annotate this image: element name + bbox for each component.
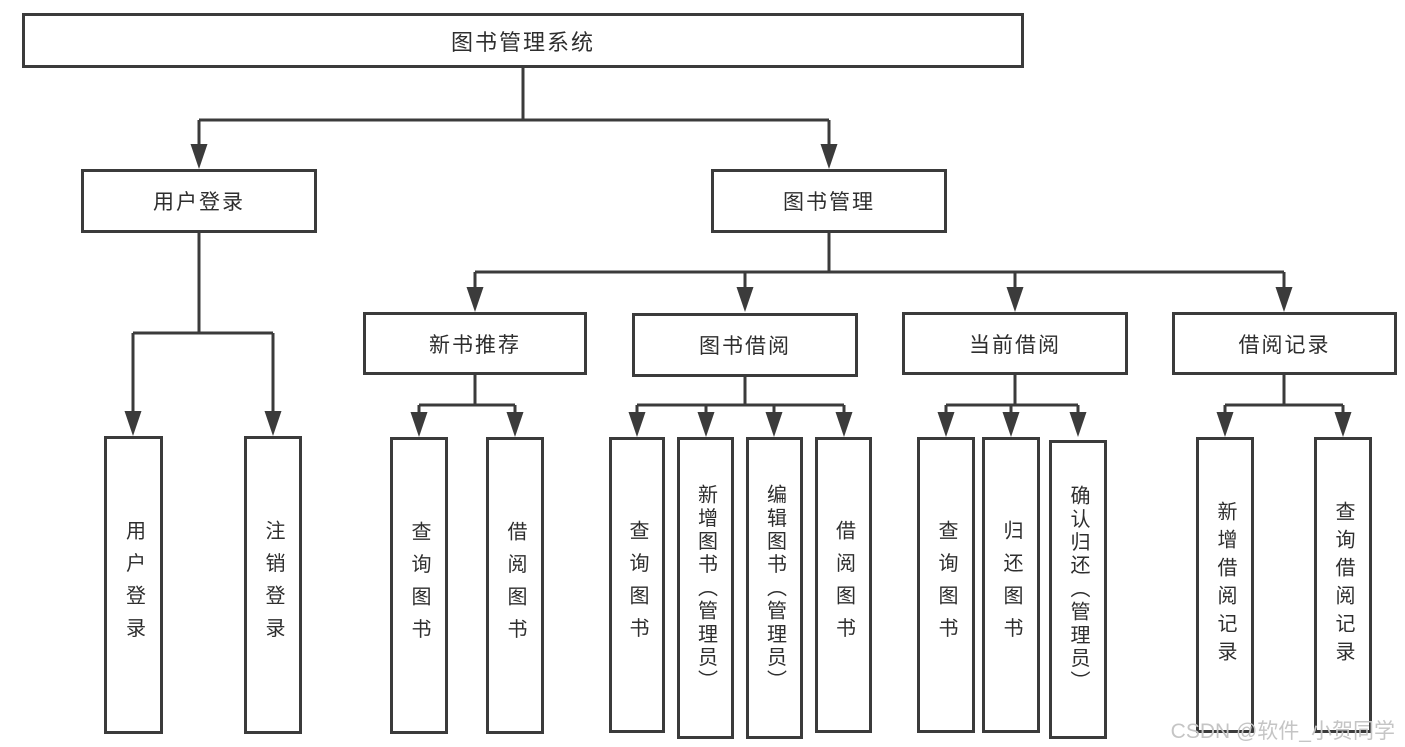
node-leaf-borrow-edit-books-admin: 编辑图书（管理员） [746, 437, 803, 739]
arrowhead-icon [937, 412, 955, 437]
node-leaf-recommend-query-books: 查询图书 [390, 437, 448, 734]
node-branch-user-login: 用户登录 [81, 169, 317, 233]
node-leaf-user-login: 用户登录 [104, 436, 163, 734]
node-label: 用户登录 [153, 191, 245, 214]
arrowhead-icon [820, 144, 838, 169]
node-label: 编辑图书（管理员） [763, 483, 786, 693]
node-label: 图书管理 [783, 191, 875, 214]
node-branch-new-book-recommend: 新书推荐 [363, 312, 587, 375]
connector-path [473, 233, 1286, 290]
node-label: 借阅图书 [504, 520, 526, 651]
node-label: 用户登录 [122, 520, 145, 650]
node-label: 图书管理系统 [450, 29, 595, 55]
node-label: 图书借阅 [699, 335, 791, 358]
arrowhead-icon [410, 412, 428, 437]
connector-path [635, 377, 846, 415]
node-branch-borrow-records: 借阅记录 [1172, 312, 1397, 375]
node-branch-book-management: 图书管理 [711, 169, 947, 233]
connector-path [944, 375, 1080, 415]
node-label: 查询图书 [626, 520, 648, 650]
node-leaf-recommend-borrow-books: 借阅图书 [486, 437, 544, 734]
node-label: 归还图书 [1000, 520, 1022, 650]
node-label: 当前借阅 [969, 333, 1061, 357]
node-leaf-borrow-borrow-books: 借阅图书 [815, 437, 872, 733]
node-leaf-borrow-query-books: 查询图书 [609, 437, 665, 733]
node-branch-book-borrow: 图书借阅 [632, 313, 858, 377]
connector-path [417, 375, 517, 415]
arrowhead-icon [1334, 412, 1352, 437]
arrowhead-icon [1275, 287, 1293, 312]
node-leaf-records-query-record: 查询借阅记录 [1314, 437, 1372, 733]
arrowhead-icon [124, 411, 142, 436]
connector-path [197, 68, 831, 147]
node-label: 查询图书 [935, 520, 957, 650]
node-label: 查询借阅记录 [1332, 501, 1354, 669]
node-label: 注销登录 [262, 520, 284, 650]
node-leaf-borrow-add-books-admin: 新增图书（管理员） [677, 437, 734, 739]
arrowhead-icon [697, 412, 715, 437]
connector-path [1223, 375, 1345, 415]
node-label: 查询图书 [408, 520, 430, 651]
node-leaf-current-confirm-return-admin: 确认归还（管理员） [1049, 440, 1107, 739]
node-label: 借阅记录 [1238, 333, 1331, 357]
arrowhead-icon [1216, 412, 1234, 437]
node-root: 图书管理系统 [22, 13, 1024, 68]
node-leaf-current-return-books: 归还图书 [982, 437, 1040, 733]
node-label: 新增借阅记录 [1214, 501, 1236, 669]
connector-path [131, 233, 275, 414]
node-label: 新增图书（管理员） [694, 483, 717, 693]
arrowhead-icon [736, 287, 754, 312]
arrowhead-icon [190, 144, 208, 169]
arrowhead-icon [466, 287, 484, 312]
arrowhead-icon [1002, 412, 1020, 437]
node-leaf-current-query-books: 查询图书 [917, 437, 975, 733]
arrowhead-icon [1006, 287, 1024, 312]
node-leaf-logout: 注销登录 [244, 436, 302, 734]
node-leaf-records-add-record: 新增借阅记录 [1196, 437, 1254, 733]
arrowhead-icon [506, 412, 524, 437]
arrowhead-icon [264, 411, 282, 436]
node-branch-current-borrow: 当前借阅 [902, 312, 1128, 375]
node-label: 新书推荐 [429, 333, 521, 357]
node-label: 借阅图书 [832, 520, 855, 650]
arrowhead-icon [765, 412, 783, 437]
arrowhead-icon [628, 412, 646, 437]
arrowhead-icon [835, 412, 853, 437]
watermark: CSDN @软件_小贺同学 [1170, 720, 1395, 743]
arrowhead-icon [1069, 412, 1087, 437]
node-label: 确认归还（管理员） [1067, 485, 1089, 694]
